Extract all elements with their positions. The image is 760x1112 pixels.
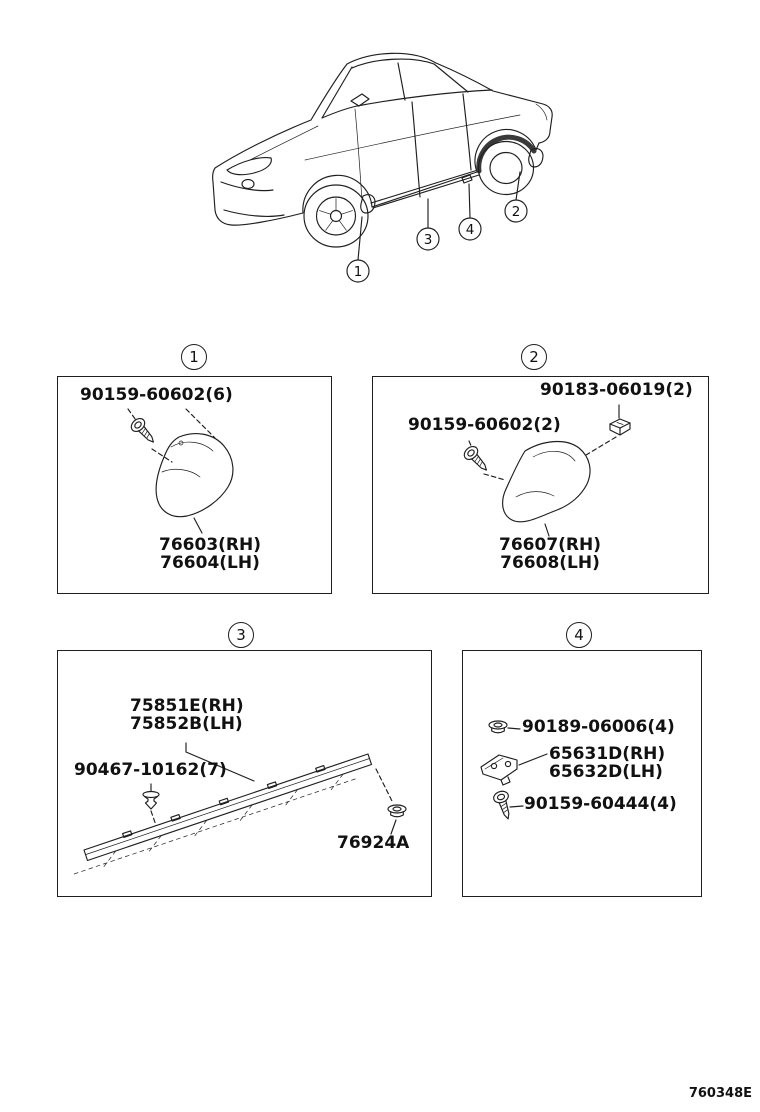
section3-callout-label: 3 xyxy=(236,626,246,644)
section4-callout-badge[interactable]: 4 xyxy=(566,622,592,648)
part-number-rear-mudguard-lh[interactable]: 76608(LH) xyxy=(500,553,600,573)
front-mudguard-on-car xyxy=(360,194,376,214)
section1-callout-badge[interactable]: 1 xyxy=(181,344,207,370)
part-number-bracket-rh[interactable]: 65631D(RH) xyxy=(549,744,666,764)
diagram-number: 760348E xyxy=(688,1086,752,1101)
part-number-bracket-grommet[interactable]: 90189-06006(4) xyxy=(522,717,675,737)
part-number-rear-mudguard-rh[interactable]: 76607(RH) xyxy=(499,535,601,555)
section2-box xyxy=(372,376,709,594)
car-body-outline xyxy=(212,52,553,226)
grommet-icon xyxy=(488,720,508,734)
section4-box xyxy=(462,650,702,897)
callout-4-marker[interactable]: 4 xyxy=(458,183,482,241)
section2-callout-label: 2 xyxy=(529,348,539,366)
part-number-clip-rear[interactable]: 90183-06019(2) xyxy=(540,380,693,400)
screw-icon xyxy=(463,445,487,471)
section2-art xyxy=(463,404,631,537)
retainer-clip-icon xyxy=(142,790,160,810)
part-number-screw-front[interactable]: 90159-60602(6) xyxy=(80,385,233,405)
section2-callout-badge[interactable]: 2 xyxy=(521,344,547,370)
part-number-bracket-screw[interactable]: 90159-60444(4) xyxy=(524,794,677,814)
rear-mudguard-on-car xyxy=(528,148,544,168)
section1-art xyxy=(127,408,234,534)
section4-art xyxy=(480,720,548,820)
section3-art xyxy=(73,742,407,875)
clip-nut-icon xyxy=(609,418,631,436)
callout-2-marker[interactable]: 2 xyxy=(504,171,528,223)
sill-bracket-drawing xyxy=(480,754,518,786)
callout-2-number: 2 xyxy=(512,204,521,220)
section3-callout-badge[interactable]: 3 xyxy=(228,622,254,648)
grommet-icon xyxy=(387,804,407,818)
rear-wheel xyxy=(476,134,537,196)
part-number-grommet[interactable]: 76924A xyxy=(337,833,410,853)
part-number-screw-rear[interactable]: 90159-60602(2) xyxy=(408,415,561,435)
section3-box xyxy=(57,650,432,897)
sill-clip-on-car xyxy=(461,174,473,184)
vehicle-overview-drawing: 1 3 4 2 xyxy=(212,52,553,283)
part-number-moulding-lh[interactable]: 75852B(LH) xyxy=(130,714,243,734)
section4-callout-label: 4 xyxy=(574,626,584,644)
section1-callout-label: 1 xyxy=(189,348,199,366)
section1-box xyxy=(57,376,332,594)
callout-3-marker[interactable]: 3 xyxy=(416,198,440,251)
front-wheel xyxy=(303,184,369,248)
rear-mudguard-drawing xyxy=(502,441,591,523)
callout-3-number: 3 xyxy=(424,232,433,248)
screw-icon xyxy=(493,790,510,820)
part-number-bracket-lh[interactable]: 65632D(LH) xyxy=(549,762,663,782)
callout-1-marker[interactable]: 1 xyxy=(346,216,370,283)
callout-1-number: 1 xyxy=(354,264,363,280)
screw-icon xyxy=(130,417,154,443)
part-number-front-mudguard-rh[interactable]: 76603(RH) xyxy=(159,535,261,555)
part-number-front-mudguard-lh[interactable]: 76604(LH) xyxy=(160,553,260,573)
rocker-moulding-drawing xyxy=(83,753,373,862)
front-mudguard-drawing xyxy=(155,433,234,518)
part-number-moulding-rh[interactable]: 75851E(RH) xyxy=(130,696,244,716)
part-number-moulding-clip[interactable]: 90467-10162(7) xyxy=(74,760,227,780)
callout-4-number: 4 xyxy=(466,222,475,238)
